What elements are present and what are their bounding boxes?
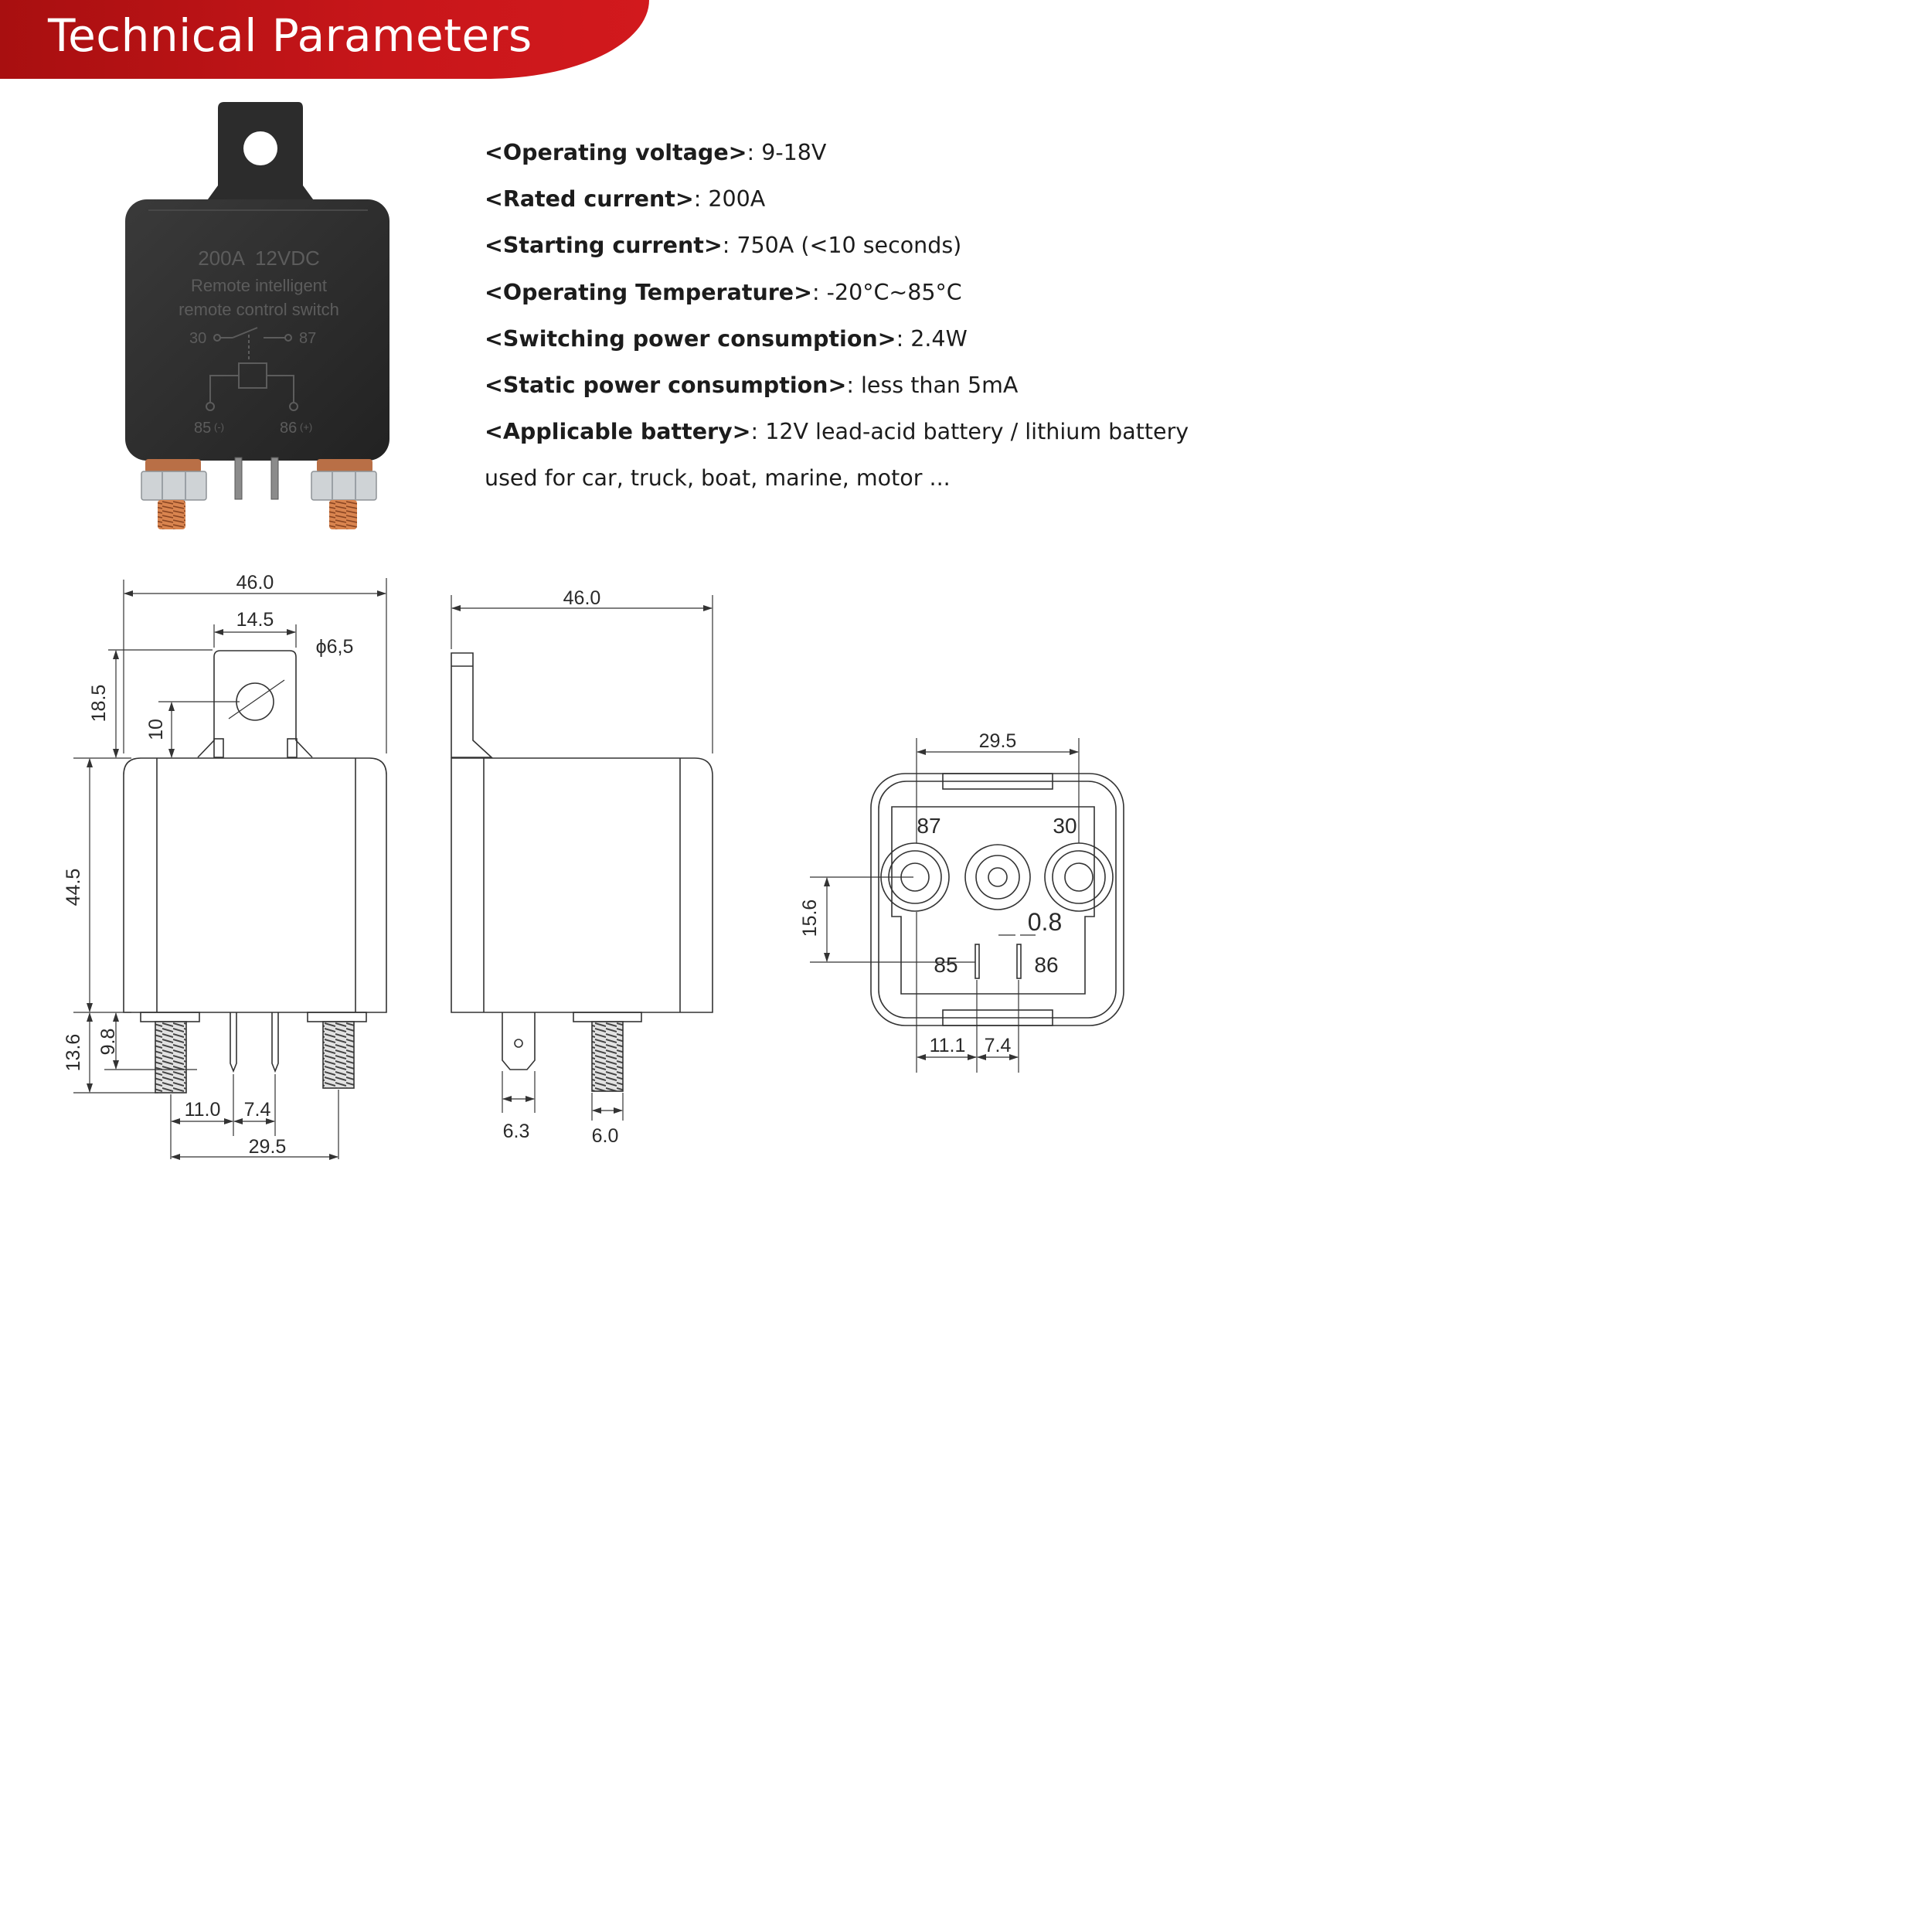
dim-stud-spacing: 29.5 [979, 730, 1017, 752]
label-pin30: 30 [189, 330, 206, 347]
dim-spacing-a: 11.0 [185, 1099, 221, 1121]
dim-tab-width: 14.5 [236, 609, 274, 631]
label-pin-86: 86 [1034, 953, 1058, 977]
spade-pin-86 [270, 457, 279, 500]
dim-pin-thickness: 0.8 [1028, 908, 1062, 936]
spec-operating-temperature: <Operating Temperature>: -20°C~85°C [485, 270, 1188, 316]
label-pin-85: 85 [934, 953, 957, 977]
dim-tab-height: 18.5 [88, 685, 110, 723]
terminal-30-icon [1044, 842, 1114, 912]
spec-key: <Starting current> [485, 233, 723, 259]
spec-switching-power: <Switching power consumption>: 2.4W [485, 316, 1188, 362]
dim-terminal-spacing: 29.5 [249, 1136, 287, 1158]
spec-value: : 2.4W [896, 325, 968, 352]
label-terminal-87: 87 [917, 814, 940, 838]
dim-terminal-total: 13.6 [63, 1034, 84, 1072]
spec-rated-current: <Rated current>: 200A [485, 176, 1188, 223]
spec-key: <Operating Temperature> [485, 279, 813, 305]
dim-thread-length: 9.8 [97, 1029, 119, 1056]
spec-usage: used for car, truck, boat, marine, motor… [485, 465, 951, 492]
center-boss-icon [964, 844, 1031, 910]
front-view-labels: 46.0 14.5 ϕ6,5 18.5 10 44.5 13.6 9.8 11.… [63, 572, 353, 1158]
stud-terminal-right [311, 459, 377, 529]
spec-applicable-battery: <Applicable battery>: 12V lead-acid batt… [485, 409, 1189, 455]
dim-bottom-spacing-a: 11.1 [930, 1035, 966, 1056]
dim-body-height: 44.5 [63, 869, 84, 906]
mounting-hole-icon [243, 131, 277, 165]
dim-hole-diameter: ϕ6,5 [316, 636, 354, 658]
spec-key: <Static power consumption> [485, 372, 847, 398]
bottom-view-labels: 29.5 87 30 15.6 0.8 85 86 11.1 7.4 [799, 730, 1077, 1056]
spec-key: <Rated current> [485, 186, 694, 213]
page-title: Technical Parameters [48, 9, 532, 62]
label-pin86: 86 [280, 420, 297, 437]
dim-spacing-b: 7.4 [244, 1099, 271, 1121]
dim-bottom-spacing-b: 7.4 [985, 1035, 1012, 1056]
label-line2: remote control switch [179, 300, 339, 319]
drawings: 200A 12VDC Remote intelligent remote con… [63, 102, 1124, 1160]
label-terminal-30: 30 [1053, 814, 1077, 838]
label-rating: 200A 12VDC [198, 247, 320, 270]
label-pin85: 85 [194, 420, 211, 437]
spec-list: <Operating voltage>: 9-18V <Rated curren… [485, 130, 1189, 502]
label-pin87: 87 [299, 330, 316, 347]
spec-key: <Operating voltage> [485, 140, 747, 165]
spec-operating-voltage: <Operating voltage>: 9-18V [485, 130, 1188, 176]
label-pin86-sign: (+) [300, 421, 312, 433]
spec-value: : -20°C~85°C [812, 279, 962, 305]
bottom-view-drawing [810, 738, 1124, 1073]
spec-key: <Switching power consumption> [485, 325, 896, 352]
relay-schematic-icon [206, 327, 298, 411]
dim-hole-height: 10 [145, 719, 167, 740]
dim-stud-diameter: 6.0 [592, 1125, 619, 1147]
dim-offset: 15.6 [799, 900, 821, 937]
side-view-labels: 46.0 6.3 6.0 [503, 587, 619, 1147]
stud-terminal-left [141, 459, 207, 529]
spec-value: : 12V lead-acid battery / lithium batter… [750, 419, 1189, 445]
spec-value: : 9-18V [747, 140, 827, 165]
hole-circle [236, 682, 274, 721]
dim-side-width: 46.0 [563, 587, 601, 609]
dim-front-width: 46.0 [236, 572, 274, 594]
relay-photo: 200A 12VDC Remote intelligent remote con… [125, 102, 389, 529]
spec-key: <Applicable battery> [485, 419, 751, 445]
header-banner: Technical Parameters [0, 0, 649, 79]
spec-value: : less than 5mA [846, 372, 1019, 398]
relay-body [125, 199, 389, 461]
label-pin85-sign: (-) [214, 421, 224, 433]
side-view-drawing [451, 595, 713, 1121]
spec-static-power: <Static power consumption>: less than 5m… [485, 362, 1188, 409]
dim-spade-width: 6.3 [503, 1121, 530, 1142]
spade-pin-85 [234, 457, 243, 500]
spec-value: : 750A (<10 seconds) [722, 233, 962, 259]
spec-starting-current: <Starting current>: 750A (<10 seconds) [485, 223, 1188, 269]
label-line1: Remote intelligent [191, 276, 327, 295]
spec-value: : 200A [693, 186, 766, 213]
front-view-drawing [73, 578, 387, 1160]
